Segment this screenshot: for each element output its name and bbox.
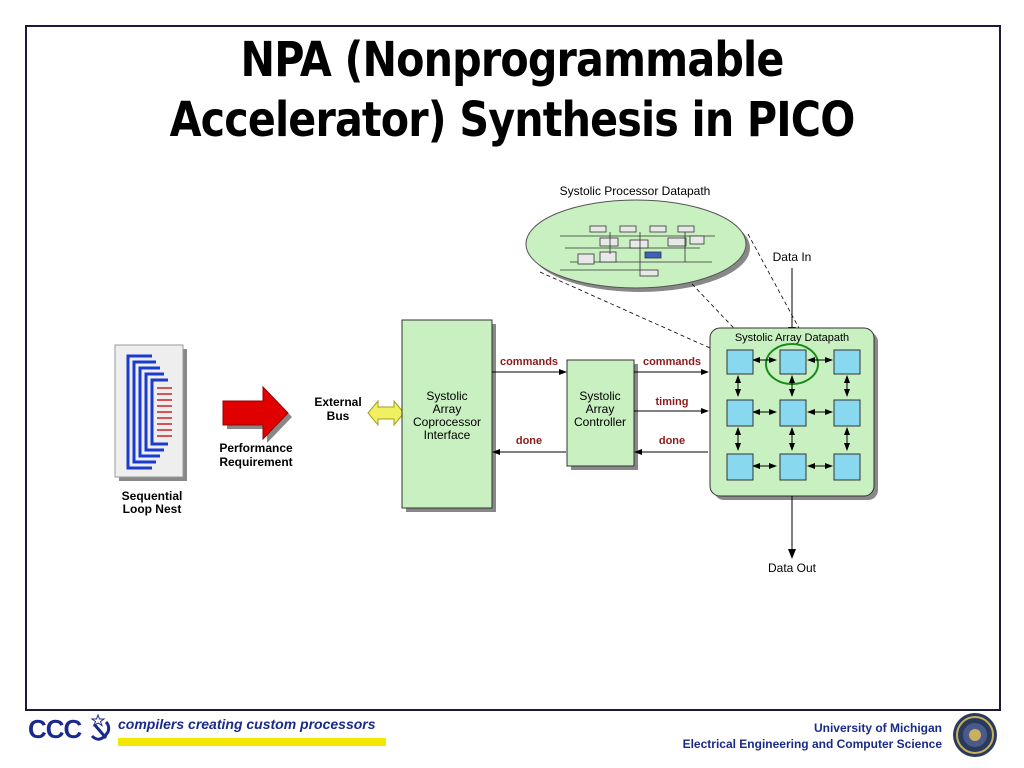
tagline: compilers creating custom processors [118, 716, 376, 732]
done-label-1: done [516, 435, 542, 447]
datapath-schematic [560, 225, 715, 277]
pe-cell [726, 399, 754, 427]
university-name: University of Michigan [813, 721, 942, 735]
coprocessor-line-4: Interface [424, 428, 471, 442]
projection-line-right [691, 283, 767, 363]
external-bus-label-2: Bus [327, 409, 350, 423]
pe-cell [779, 453, 807, 481]
pe-cell [833, 349, 861, 375]
controller-box [566, 359, 635, 467]
pe-cell [833, 399, 861, 427]
external-bus-arrow [367, 399, 405, 427]
loop-nest-label-2: Loop Nest [123, 502, 182, 516]
university-seal-icon [953, 713, 997, 757]
pe-cell [726, 349, 754, 375]
systolic-processor-datapath-label: Systolic Processor Datapath [560, 184, 711, 198]
timing-label: timing [656, 396, 689, 408]
performance-arrow [222, 385, 289, 441]
tagline-underline [118, 738, 386, 746]
performance-label-2: Requirement [219, 455, 292, 469]
ccc-logo: CCC [28, 714, 82, 744]
coprocessor-line-2: Array [433, 402, 462, 416]
data-out-label: Data Out [768, 561, 817, 575]
controller-line-1: Systolic [579, 389, 620, 403]
hammer-sickle-icon [90, 714, 111, 741]
pe-cell [833, 453, 861, 481]
footer-affiliation: University of Michigan Electrical Engine… [683, 720, 942, 752]
commands-label-2: commands [643, 356, 701, 368]
title-line-2: Accelerator) Synthesis in PICO [169, 92, 856, 148]
commands-label-1: commands [500, 356, 558, 368]
pe-cell [779, 399, 807, 427]
loop-nest-label-1: Sequential [122, 489, 183, 503]
pe-grid [726, 349, 861, 481]
title-line-1: NPA (Nonprogrammable [240, 32, 785, 88]
loop-nest-icon [114, 344, 187, 481]
slide-title: NPA (Nonprogrammable Accelerator) Synthe… [72, 30, 953, 150]
data-in-label: Data In [773, 250, 812, 264]
pe-cell [779, 349, 807, 375]
coprocessor-line-1: Systolic [426, 389, 467, 403]
done-label-2: done [659, 435, 685, 447]
controller-line-3: Controller [574, 415, 626, 429]
pe-cell [726, 453, 754, 481]
pe-connections [735, 357, 850, 469]
performance-label-1: Performance [219, 441, 293, 455]
coprocessor-line-3: Coprocessor [413, 415, 481, 429]
external-bus-label-1: External [314, 395, 361, 409]
coprocessor-interface-box [401, 319, 493, 509]
department-name: Electrical Engineering and Computer Scie… [682, 737, 942, 751]
systolic-array-datapath-label: Systolic Array Datapath [735, 332, 849, 344]
controller-line-2: Array [586, 402, 615, 416]
